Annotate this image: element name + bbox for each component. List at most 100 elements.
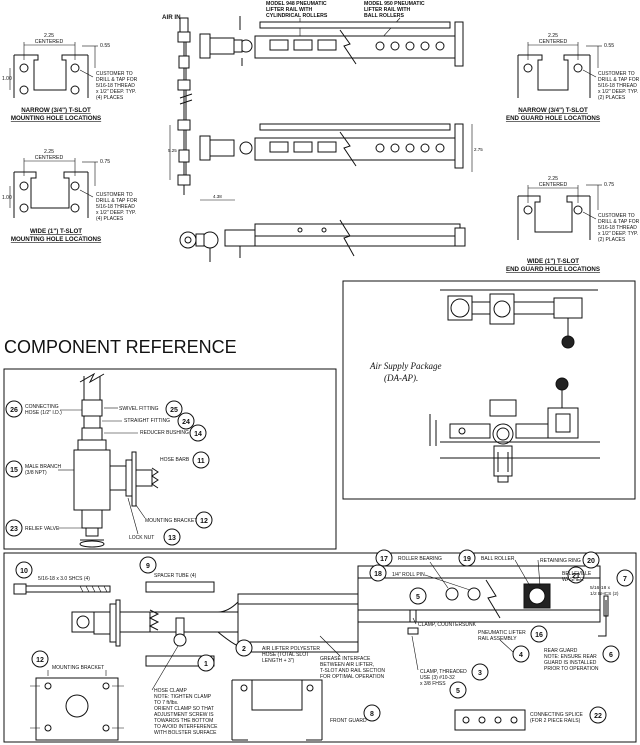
callout-number: 3: [478, 670, 482, 677]
air-in-label: AIR IN: [162, 14, 181, 21]
model-948-label: MODEL 948 PNEUMATIC: [266, 1, 327, 7]
callout-label: GUARD IS INSTALLED: [544, 660, 597, 666]
callout-label: ROLLER BEARING: [398, 556, 442, 562]
slot-note-line: CUSTOMER TO: [598, 71, 635, 77]
callout-label: NOTE: ENSURE REAR: [544, 654, 597, 660]
slot-note-line: (2) PLACES: [598, 95, 626, 101]
callout-label: CONNECTING: [25, 404, 59, 410]
air-supply-caption: Air Supply Package: [369, 361, 441, 371]
dim-a: 5.25: [168, 148, 177, 153]
dim-c: 2.75: [474, 147, 483, 152]
callout-number: 4: [519, 652, 523, 659]
callout-number: 14: [194, 431, 202, 438]
callout-label: RETAINING RING: [540, 558, 581, 564]
wide-guard-view: 2.25 CENTERED 0.75 CUSTOMER TO DRILL & T…: [506, 176, 640, 273]
slot-note-line: (4) PLACES: [96, 95, 124, 101]
view-title: NARROW (3/4") T-SLOT: [518, 107, 588, 114]
callout-label: USE (3) #10-32: [420, 675, 455, 681]
callout-number: 13: [168, 535, 176, 542]
callout-label: NOTE: TIGHTEN CLAMP: [154, 694, 212, 700]
slot-note-line: CUSTOMER TO: [96, 192, 133, 198]
callout-label: MOUNTING BRACKET: [145, 518, 197, 524]
callout-label: AIR LIFTER POLYESTER: [262, 646, 320, 652]
grease-note: GREASE INTERFACE: [320, 656, 371, 662]
dim-width: 2.25: [44, 33, 54, 39]
callout-label: WASHER: [562, 577, 584, 583]
callout-label: (FOR 2 PIECE RAILS): [530, 718, 581, 724]
dim-width: 2.25: [548, 33, 558, 39]
callout-label: HOSE CLAMP: [154, 688, 187, 694]
model-950-label: MODEL 950 PNEUMATIC: [364, 1, 425, 7]
callout-number: 19: [463, 556, 471, 563]
view-title: MOUNTING HOLE LOCATIONS: [11, 115, 101, 122]
slot-note-line: DRILL & TAP FOR: [96, 198, 138, 204]
slot-note-line: DRILL & TAP FOR: [598, 77, 640, 83]
callout-label: HOSE BARB: [160, 457, 190, 463]
callout-label: RAIL ASSEMBLY: [478, 636, 517, 642]
callout-number: 8: [370, 711, 374, 718]
narrow-guard-view: 2.25 CENTERED 0.55 CUSTOMER TO DRILL & T…: [506, 33, 640, 122]
callout-label: CLAMP, THREADED: [420, 669, 467, 675]
dim-height: 1.00: [2, 195, 12, 201]
callout-number: 12: [200, 518, 208, 525]
grease-note: BETWEEN AIR LIFTER,: [320, 662, 374, 668]
model-950-label: LIFTER RAIL WITH: [364, 7, 411, 13]
callout-label: CLAMP, COUNTERSUNK: [418, 622, 477, 628]
callout-number: 1: [204, 661, 208, 668]
assembly-panel: 10 5/16-18 x 3.0 SHCS (4) 9 SPACER TUBE …: [3, 549, 637, 743]
dim-offset: 0.75: [604, 182, 614, 188]
callout-number: 21: [572, 573, 580, 580]
grease-note: T-SLOT AND RAIL SECTION: [320, 668, 385, 674]
callout-label: x 3/8 FHSS: [420, 681, 446, 687]
callout-label: RELIEF VALVE: [25, 526, 60, 532]
callout-number: 5: [456, 688, 460, 695]
model-948-label: LIFTER RAIL WITH: [266, 7, 313, 13]
dim-centered: CENTERED: [35, 155, 64, 161]
slot-note-line: DRILL & TAP FOR: [96, 77, 138, 83]
callout-label: TOWARDS THE BOTTOM: [154, 718, 213, 724]
callout-number: 10: [20, 568, 28, 575]
slot-note-line: x 1/2" DEEP. TYP.: [598, 231, 638, 237]
callout-label: TO 7 ft/lbs.: [154, 700, 178, 706]
slot-note-line: 5/16-18 THREAD: [96, 83, 135, 89]
slot-note-line: x 1/2" DEEP. TYP.: [598, 89, 638, 95]
callout-label: REAR GUARD: [544, 648, 578, 654]
callout-label: REDUCER BUSHING: [140, 430, 189, 436]
callout-label: WITH BOLSTER SURFACE: [154, 730, 217, 736]
callout-number: 2: [242, 646, 246, 653]
wide-mount-view: 2.25 CENTERED 0.75 1.00 CUSTOMER TO DRIL…: [2, 149, 138, 243]
air-supply-panel: Air Supply Package (DA-AP).: [342, 280, 636, 500]
view-title: WIDE (1") T-SLOT: [527, 258, 579, 265]
callout-label: FRONT GUARD: [330, 718, 367, 724]
callout-number: 12: [36, 657, 44, 664]
slot-note-line: (2) PLACES: [598, 237, 626, 243]
callout-label: BALL ROLLER: [481, 556, 515, 562]
view-title: WIDE (1") T-SLOT: [30, 228, 82, 235]
dim-height: 1.00: [2, 76, 12, 82]
slot-note-line: DRILL & TAP FOR: [598, 219, 640, 225]
callout-number: 18: [374, 571, 382, 578]
callout-label: 5/16-18 x: [590, 585, 611, 591]
model-948-label: CYLINDRICAL ROLLERS: [266, 13, 328, 19]
view-title: END GUARD HOLE LOCATIONS: [506, 115, 600, 122]
callout-number: 17: [380, 556, 388, 563]
dim-offset: 0.55: [604, 43, 614, 49]
callout-label: STRAIGHT FITTING: [124, 418, 170, 424]
callout-number: 26: [10, 407, 18, 414]
dim-offset: 0.75: [100, 159, 110, 165]
view-title: NARROW (3/4") T-SLOT: [21, 107, 91, 114]
slot-note-line: 5/16-18 THREAD: [598, 225, 637, 231]
callout-label: SWIVEL FITTING: [119, 406, 159, 412]
callout-number: 24: [182, 419, 190, 426]
callout-number: 25: [170, 407, 178, 414]
air-supply-caption: (DA-AP).: [384, 373, 418, 383]
dim-offset: 0.55: [100, 43, 110, 49]
callout-label: LOCK NUT: [129, 535, 154, 541]
callout-label: CONNECTING SPLICE: [530, 712, 583, 718]
callout-number: 15: [10, 467, 18, 474]
callout-number: 5: [416, 594, 420, 601]
dim-width: 2.25: [44, 149, 54, 155]
callout-label: ORIENT CLAMP SO THAT: [154, 706, 214, 712]
callout-label: 5/16-18 x 3.0 SHCS (4): [38, 576, 90, 582]
